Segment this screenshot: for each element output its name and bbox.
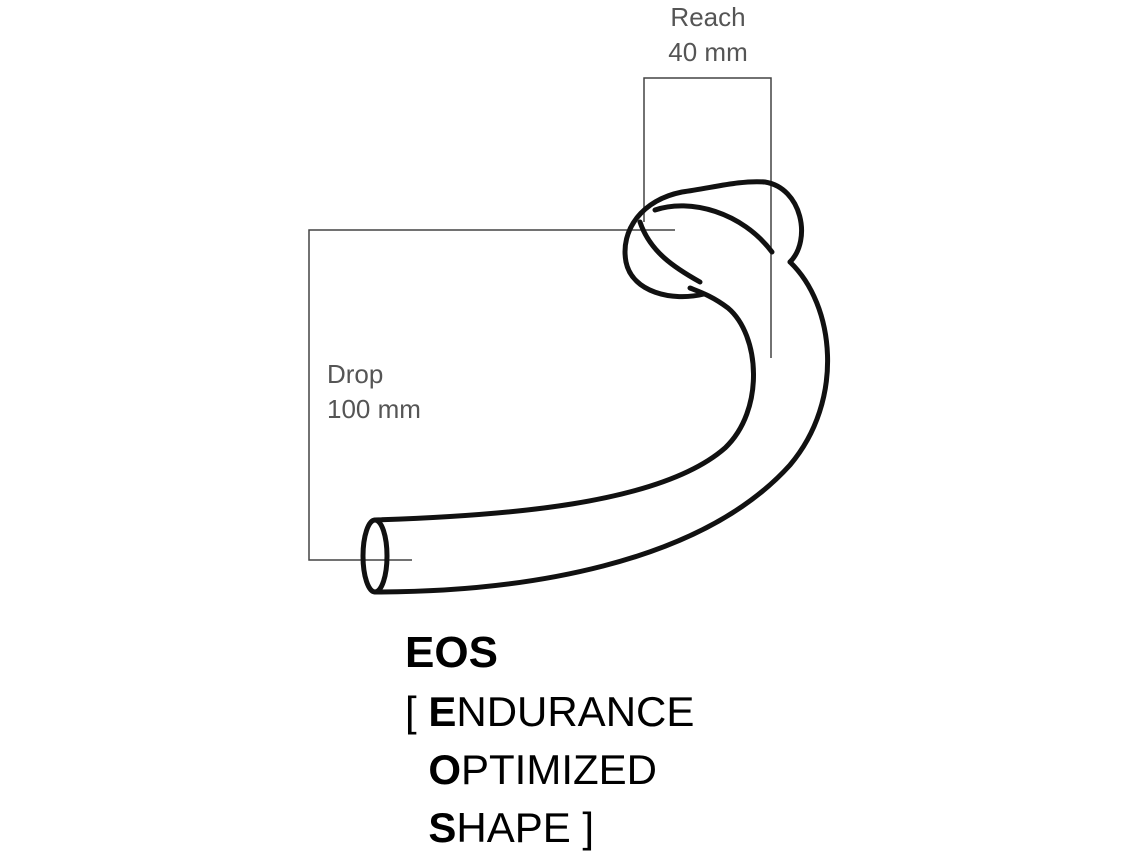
word-rest: HAPE ]: [456, 804, 595, 851]
reach-dimension-bracket: [643, 77, 772, 358]
drop-label: Drop 100 mm: [327, 357, 421, 427]
initial-letter: O: [428, 746, 462, 793]
word-rest: NDURANCE: [456, 688, 695, 735]
expansion-line-2: OPTIMIZED: [405, 746, 657, 794]
expansion-line-3: SHAPE ]: [405, 804, 594, 852]
initial-letter: S: [428, 804, 457, 851]
reach-value: 40 mm: [668, 37, 748, 67]
drop-label-text: Drop: [327, 359, 384, 389]
indent: [405, 804, 428, 851]
reach-label: Reach 40 mm: [648, 0, 768, 70]
bracket-prefix: [: [405, 688, 429, 735]
drop-dimension-bracket: [308, 229, 675, 561]
indent: [405, 746, 428, 793]
initial-letter: E: [428, 688, 457, 735]
eos-title: EOS: [405, 628, 498, 677]
word-rest: PTIMIZED: [461, 746, 658, 793]
reach-label-text: Reach: [670, 2, 746, 32]
expansion-line-1: [ ENDURANCE: [405, 688, 694, 736]
drop-value: 100 mm: [327, 394, 421, 424]
handlebar-outline: [360, 179, 830, 595]
